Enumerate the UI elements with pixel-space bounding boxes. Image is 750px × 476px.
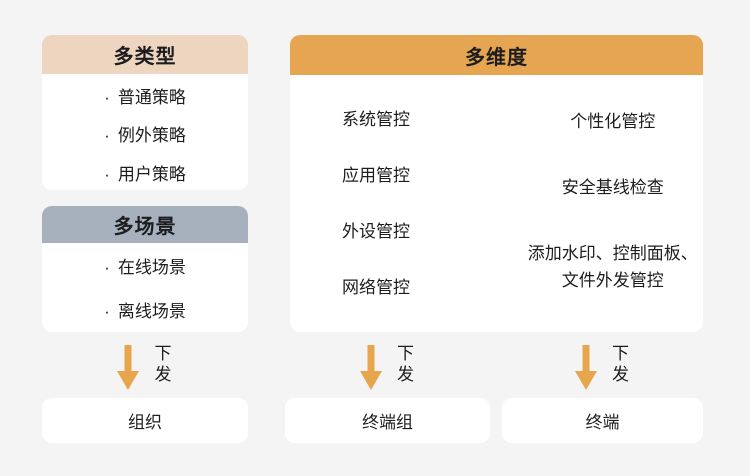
flow-arrow-row: 下发: [285, 343, 490, 398]
flow-group: 下发 终端: [502, 343, 703, 443]
scenario-item: · 在线场景: [104, 253, 186, 278]
policy-type-label: 例外策略: [117, 126, 186, 146]
bullet: ·: [104, 165, 110, 185]
card-dimensions-title: 多维度: [465, 46, 528, 69]
dimension-item: 外设管控: [342, 217, 410, 242]
card-scenarios-body: · 在线场景 · 离线场景: [42, 243, 248, 336]
card-policy-types: 多类型 · 普通策略 · 例外策略 · 用户策略: [42, 35, 248, 190]
bullet: ·: [104, 87, 110, 107]
card-dimensions-body: 系统管控 应用管控 外设管控 网络管控 个性化管控 安全基线检查 添加水印、控制…: [290, 75, 703, 332]
dimension-item: 网络管控: [342, 273, 410, 298]
down-arrow-icon: [359, 345, 382, 390]
target-box: 终端: [502, 398, 703, 443]
dimension-label: 个性化管控: [570, 112, 656, 132]
target-label: 组织: [128, 413, 162, 432]
dimension-item: 个性化管控: [570, 108, 655, 136]
dimension-label: 系统管控: [342, 109, 410, 129]
flow-group: 下发 组织: [42, 343, 248, 443]
card-scenarios: 多场景 · 在线场景 · 离线场景: [42, 206, 248, 332]
dimension-item: 应用管控: [342, 161, 410, 186]
dimension-item: 系统管控: [342, 105, 410, 130]
flow-arrow-row: 下发: [42, 343, 248, 398]
dimension-label: 安全基线检查: [561, 177, 664, 197]
flow-label: 下发: [611, 344, 629, 384]
flow-arrow-row: 下发: [502, 343, 703, 398]
dimensions-right-column: 个性化管控 安全基线检查 添加水印、控制面板、文件外发管控: [523, 75, 704, 332]
card-scenarios-header: 多场景: [42, 206, 248, 243]
card-policy-types-body: · 普通策略 · 例外策略 · 用户策略: [42, 74, 248, 198]
down-arrow-icon: [117, 345, 140, 390]
policy-type-item: · 例外策略: [104, 121, 186, 146]
bullet: ·: [104, 126, 110, 146]
card-dimensions-header: 多维度: [290, 35, 703, 75]
card-policy-types-title: 多类型: [113, 46, 177, 68]
scenario-label: 离线场景: [117, 302, 186, 322]
dimension-label: 添加水印、控制面板、文件外发管控: [527, 243, 698, 291]
dimension-item: 安全基线检查: [562, 174, 664, 202]
flow-label: 下发: [154, 344, 172, 384]
bullet: ·: [104, 257, 110, 277]
down-arrow-icon: [574, 345, 597, 390]
dimension-label: 应用管控: [342, 165, 410, 185]
policy-type-label: 用户策略: [117, 165, 186, 185]
scenario-item: · 离线场景: [104, 297, 186, 322]
dimensions-left-column: 系统管控 应用管控 外设管控 网络管控: [290, 75, 523, 332]
policy-type-item: · 用户策略: [104, 160, 186, 185]
card-scenarios-title: 多场景: [113, 216, 177, 238]
bullet: ·: [104, 302, 110, 322]
policy-type-item: · 普通策略: [104, 83, 186, 108]
card-policy-types-header: 多类型: [42, 35, 248, 74]
dimension-item: 添加水印、控制面板、文件外发管控: [525, 240, 701, 295]
target-label: 终端: [585, 413, 620, 432]
target-label: 终端组: [362, 413, 413, 432]
target-box: 组织: [42, 398, 248, 443]
dimension-label: 外设管控: [342, 222, 410, 242]
policy-type-label: 普通策略: [117, 87, 186, 107]
scenario-label: 在线场景: [117, 257, 186, 277]
target-box: 终端组: [285, 398, 490, 443]
flow-group: 下发 终端组: [285, 343, 490, 443]
card-dimensions: 多维度 系统管控 应用管控 外设管控 网络管控 个性化管控 安全基线检查: [290, 35, 703, 332]
flow-label: 下发: [396, 344, 414, 384]
dimension-label: 网络管控: [342, 278, 410, 298]
